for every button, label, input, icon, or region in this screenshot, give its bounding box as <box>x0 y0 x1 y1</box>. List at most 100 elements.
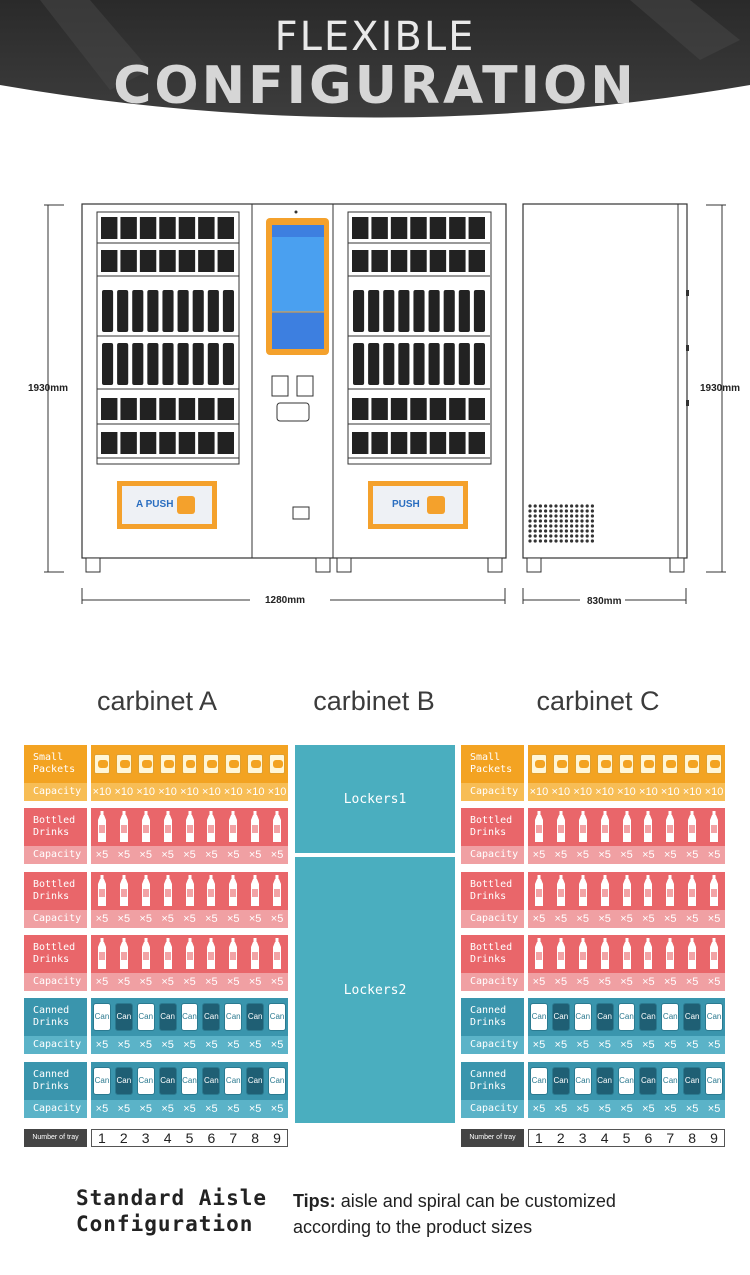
cabinet-a-row-1-item-5 <box>181 754 198 774</box>
locker-1[interactable]: Lockers1 <box>295 745 455 853</box>
shelf-product <box>222 290 234 332</box>
width-dimension-side: 830mm <box>587 596 622 607</box>
vent-hole <box>549 519 553 523</box>
cabinet-a-row-2-capacity-value: ×5 <box>270 849 284 861</box>
cabinet-c-row-4-capacity-value: ×5 <box>642 976 655 988</box>
cabinet-c-row-3-item-4 <box>600 875 610 907</box>
vent-hole <box>564 504 569 508</box>
cabinet-a-row-1-item-3 <box>137 754 154 774</box>
vent-hole <box>554 514 558 518</box>
shelf-product <box>139 217 157 239</box>
cabinet-c-row-5-capacity-value: ×5 <box>532 1039 546 1051</box>
shelf-product <box>410 217 427 239</box>
vent-hole <box>528 539 532 543</box>
vent-hole <box>549 509 553 513</box>
cabinet-c-row-1-item-1 <box>531 754 547 774</box>
shelf-product <box>429 432 447 454</box>
bottle-icon <box>141 811 150 842</box>
cabinet-c-row-5-item-4: Can <box>595 1003 614 1031</box>
shelf-product <box>468 217 485 239</box>
bottle-icon <box>229 875 238 906</box>
cabinet-a-row-5-item-9: Can <box>268 1003 286 1031</box>
cabinet-a-row-1-label-line: Packets <box>33 764 76 775</box>
bottle-icon <box>534 811 543 842</box>
locker-2[interactable]: Lockers2 <box>295 857 455 1123</box>
cabinet-c-row-3-label-line: Bottled <box>470 879 513 890</box>
cabinet-c-row-3-capacity-value: ×5 <box>620 913 633 925</box>
cabinet-a-row-1-item-9 <box>269 754 285 774</box>
cabinet-c-row-5-item-8: Can <box>683 1003 702 1031</box>
cabinet-c-row-4-capacity-label: Capacity <box>461 973 524 991</box>
cabinet-c-row-1-item-9 <box>706 754 722 774</box>
vent-hole <box>580 534 584 538</box>
vent-hole <box>580 509 584 513</box>
cabinet-c-row-6-item-6: Can <box>639 1067 658 1095</box>
shelf-product <box>390 398 408 420</box>
cabinet-a-row-3-capacity-value: ×5 <box>95 913 109 925</box>
vent-hole <box>590 524 595 528</box>
shelf-product <box>120 432 137 454</box>
cabinet-c-row-4-capacity-value: ×5 <box>554 976 568 988</box>
cabinet-c-row-2-capacity-value: ×5 <box>554 849 568 861</box>
shelf-product <box>468 250 485 272</box>
vent-hole <box>554 539 558 543</box>
cabinet-c-row-3-item-9 <box>709 875 719 907</box>
shelf-product <box>352 398 369 420</box>
tips-text: Tips: aisle and spiral can be customized… <box>293 1188 616 1240</box>
vent-hole <box>528 534 532 538</box>
shelf-product <box>449 217 466 239</box>
shelf-product <box>449 432 466 454</box>
bottle-icon <box>710 938 719 969</box>
bottle-icon <box>578 811 587 842</box>
vent-hole <box>585 534 589 538</box>
packet-icon <box>578 760 589 768</box>
shelf-product <box>178 432 196 454</box>
bottle-icon <box>600 811 609 842</box>
shelf-product <box>139 432 157 454</box>
cabinet-a-row-4-products <box>91 935 288 973</box>
cabinet-a-row-1-capacity-value: ×10 <box>180 786 199 798</box>
vent-hole <box>559 519 563 523</box>
cabinet-a-row-3-label-line: Drinks <box>33 891 70 902</box>
cabinet-a-row-4-label-line: Drinks <box>33 954 70 965</box>
bottle-icon <box>185 875 194 906</box>
cabinet-a-row-6-item-9: Can <box>268 1067 286 1095</box>
shelf-product <box>162 343 174 385</box>
shelf-product <box>449 398 466 420</box>
cabinet-a-row-4-item-9 <box>272 938 282 970</box>
cabinet-c-title: carbinet C <box>536 686 660 716</box>
vent-hole <box>554 534 558 538</box>
cabinet-a-row-3-products <box>91 872 288 910</box>
vent-hole <box>590 514 595 518</box>
cabinet-a-row-3-capacity-value: ×5 <box>183 913 196 925</box>
vent-hole <box>590 519 595 523</box>
locker-2-label: Lockers2 <box>343 982 407 998</box>
cabinet-a-row-6-item-1: Can <box>93 1067 111 1095</box>
cabinet-c-tray-number: 9 <box>710 1130 718 1146</box>
shelf-product <box>468 432 485 454</box>
cabinet-a-row-4-capacity-label: Capacity <box>24 973 87 991</box>
vent-hole <box>538 534 543 538</box>
cabinet-c-row-6-capacity-value: ×5 <box>532 1103 546 1115</box>
cabinet-c-row-2-item-2 <box>556 811 566 843</box>
cabinet-a-row-3-capacity-value: ×5 <box>248 913 262 925</box>
cabinet-c-row-6-capacity-value: ×5 <box>598 1103 611 1115</box>
cabinet-a-row-6-label-line: Drinks <box>33 1081 70 1092</box>
cabinet-a-row-1-capacity-value: ×10 <box>114 786 134 798</box>
cabinet-c-row-4-capacity-value: ×5 <box>598 976 611 988</box>
cabinet-c-row-5-capacity-value: ×5 <box>620 1039 633 1051</box>
cabinet-c-row-4-capacity-value: ×5 <box>685 976 699 988</box>
vent-hole <box>549 539 553 543</box>
bottle-icon <box>666 875 675 906</box>
cabinet-a-row-2-capacity: ×5×5×5×5×5×5×5×5×5 <box>91 846 288 864</box>
vent-hole <box>554 509 558 513</box>
vent-hole <box>585 514 589 518</box>
cabinet-a-row-4-capacity-value: ×5 <box>183 976 196 988</box>
bottle-icon <box>622 938 631 969</box>
vent-hole <box>544 524 548 528</box>
